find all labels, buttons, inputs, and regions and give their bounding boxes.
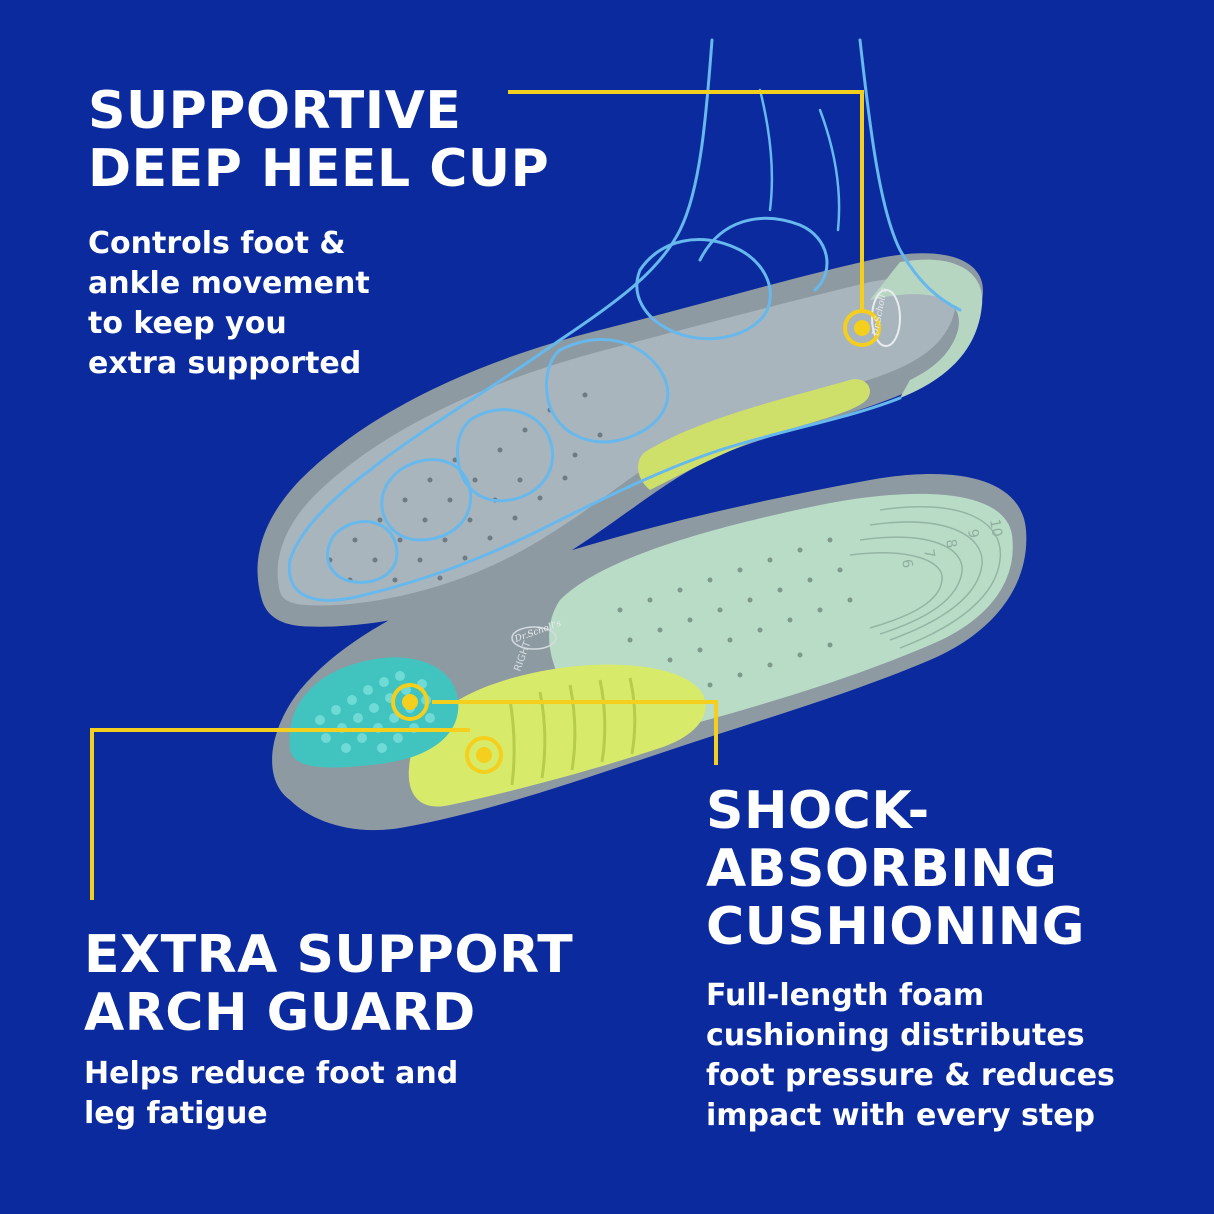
top-insole-brand-mark: [871, 289, 901, 347]
arch-guard-desc-line-2: leg fatigue: [84, 1096, 268, 1131]
top-insole-side-wall: [870, 259, 983, 398]
shock-marker-ring: [391, 683, 429, 721]
size-rings: [849, 506, 1002, 649]
arch-guard-desc-line-1: Helps reduce foot and: [84, 1056, 459, 1091]
arch-guard-ribs: [508, 677, 637, 786]
foot-outline: [287, 38, 962, 602]
heel-cup-desc-line-4: extra supported: [88, 346, 362, 381]
shock-desc-line-3: foot pressure & reduces: [706, 1058, 1115, 1093]
size-number-10: 10: [986, 518, 1005, 538]
shock-title-line-2: ABSORBING: [706, 839, 1058, 899]
heel-cup-title-line-1: SUPPORTIVE: [88, 81, 462, 141]
arch-guard-connector: [90, 728, 470, 900]
size-number-9: 9: [964, 528, 981, 540]
shock-title-line-1: SHOCK-: [706, 781, 930, 841]
shock-desc-line-2: cushioning distributes: [706, 1018, 1085, 1053]
shock-absorbing-title: SHOCK- ABSORBING CUSHIONING: [706, 782, 1085, 956]
heel-cup-marker-ring: [843, 309, 881, 347]
heel-cup-description: Controls foot & ankle movement to keep y…: [88, 224, 370, 384]
shock-desc-line-4: impact with every step: [706, 1098, 1096, 1133]
heel-cup-desc-line-1: Controls foot &: [88, 226, 346, 261]
shock-desc-line-1: Full-length foam: [706, 978, 985, 1013]
arch-guard-title: EXTRA SUPPORT ARCH GUARD: [84, 926, 573, 1042]
top-insole-arch-yellow: [638, 379, 870, 490]
size-number-6: 6: [898, 558, 915, 570]
callout-lines: [90, 90, 864, 900]
arch-guard-title-line-2: ARCH GUARD: [84, 983, 476, 1043]
bottom-insole-perforations: [617, 537, 853, 698]
arch-guard-title-line-1: EXTRA SUPPORT: [84, 925, 574, 985]
shock-marker-dot: [402, 694, 418, 710]
size-number-8: 8: [942, 538, 959, 550]
heel-cup-desc-line-3: to keep you: [88, 306, 287, 341]
heel-cup-title-line-2: DEEP HEEL CUP: [88, 139, 550, 199]
heel-cup-marker-dot: [854, 320, 870, 336]
heel-cup-desc-line-2: ankle movement: [88, 266, 370, 301]
shock-title-line-3: CUSHIONING: [706, 897, 1085, 957]
callout-markers: [391, 309, 881, 774]
arch-guard-marker-ring: [465, 736, 503, 774]
shock-absorbing-connector: [432, 700, 718, 765]
bottom-insole-brand-mark: [511, 626, 557, 650]
arch-guard-description: Helps reduce foot and leg fatigue: [84, 1054, 458, 1134]
size-number-7: 7: [920, 548, 937, 560]
heel-cup-title: SUPPORTIVE DEEP HEEL CUP: [88, 82, 549, 198]
arch-guard-marker-dot: [476, 747, 492, 763]
shock-absorbing-description: Full-length foam cushioning distributes …: [706, 976, 1115, 1136]
heel-cup-connector: [508, 90, 864, 310]
